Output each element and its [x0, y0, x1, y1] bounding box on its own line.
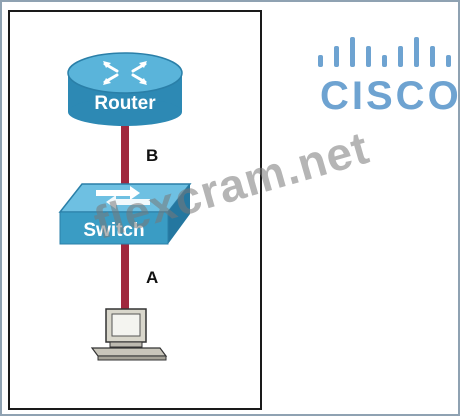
pc-screen	[111, 313, 141, 337]
router-top	[67, 52, 183, 94]
link-a-label: A	[146, 268, 158, 287]
link-a	[121, 240, 129, 312]
link-b-label: B	[146, 146, 158, 165]
router-body-bottom	[68, 98, 182, 126]
switch-arrows-icon	[96, 186, 150, 209]
pc-base	[90, 347, 168, 357]
router: Router	[67, 52, 183, 126]
link-b	[121, 112, 129, 194]
switch-label: Switch	[83, 220, 144, 241]
switch-side	[168, 184, 190, 244]
cisco-logo-bars-icon	[318, 37, 451, 67]
router-arrows-icon	[103, 61, 147, 85]
switch-front	[59, 211, 169, 245]
link-a-cable	[121, 240, 129, 312]
pc-stand	[109, 341, 143, 348]
cisco-logo-word: CISCO	[320, 74, 460, 118]
pc-base-front	[97, 355, 167, 361]
pc-icon	[90, 308, 168, 361]
switch: Switch	[58, 183, 192, 245]
router-label: Router	[94, 93, 156, 114]
link-b-cable	[121, 112, 129, 194]
